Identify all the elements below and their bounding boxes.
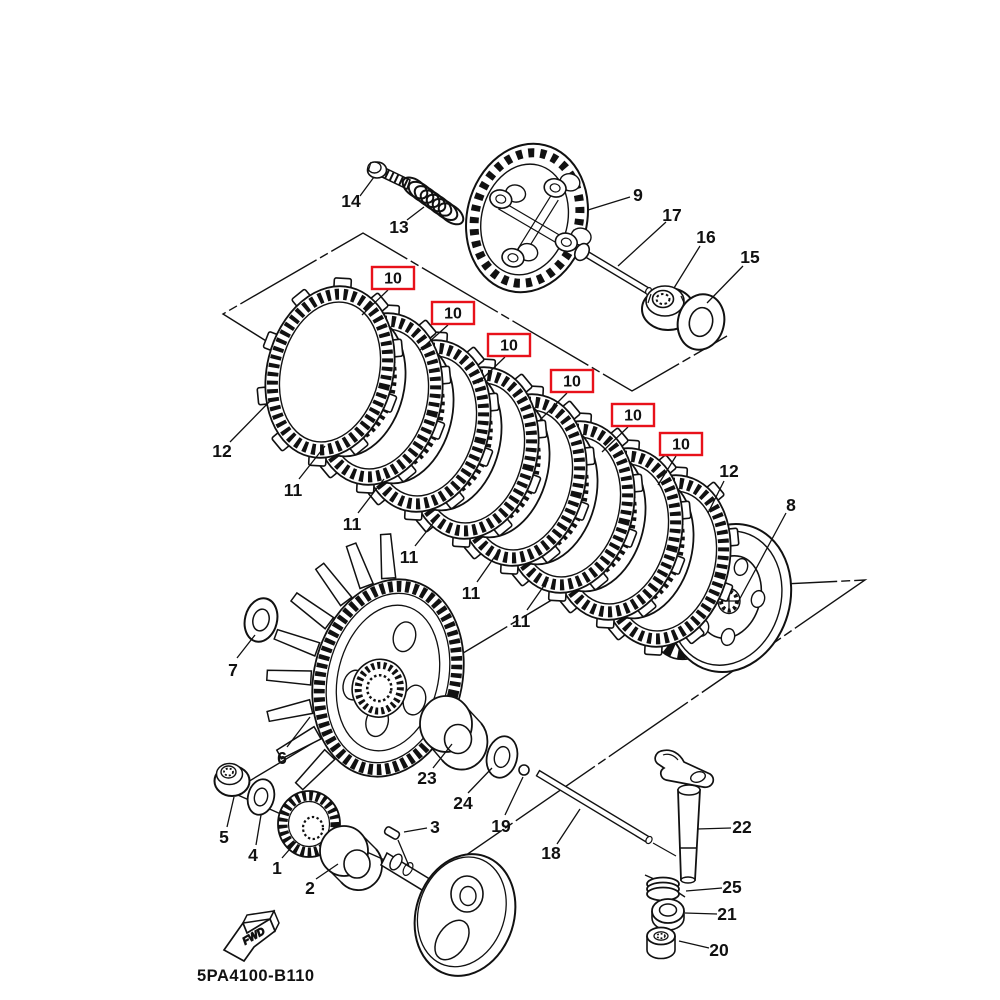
svg-text:10: 10 [672, 437, 690, 454]
boxed-callout-10-4: 10 [549, 368, 595, 394]
boxed-callout-10-2: 10 [430, 300, 476, 326]
clutch-plate-stack [256, 277, 740, 656]
pressure-plate-posts [489, 173, 592, 268]
push-rod-part-18 [535, 769, 677, 857]
callout-3: 3 [430, 817, 440, 837]
svg-text:10: 10 [500, 338, 518, 355]
svg-text:10: 10 [384, 271, 402, 288]
callout-11-5: 11 [512, 611, 531, 631]
callout-7: 7 [228, 660, 238, 680]
housing-finger [275, 725, 323, 760]
boxed-callout-10-3: 10 [486, 332, 532, 358]
clutch-spring-part-13 [401, 176, 465, 226]
callout-5: 5 [219, 827, 229, 847]
callout-2: 2 [305, 878, 315, 898]
housing-finger [294, 748, 336, 791]
callout-12-right: 12 [719, 461, 739, 481]
push-rod-part-17 [573, 242, 652, 295]
svg-text:10: 10 [563, 374, 581, 391]
bolt-part-14 [366, 161, 411, 191]
upper-plane-outline [221, 232, 728, 392]
boxed-callout-10-1: 10 [370, 265, 416, 291]
callouts: 14 13 9 17 16 15 12 12 11 11 11 11 11 8 … [212, 185, 796, 960]
torsion-spring-part-25 [644, 874, 686, 902]
callout-18: 18 [541, 843, 561, 863]
callout-20: 20 [709, 940, 729, 960]
boxed-callouts: 10 10 10 10 10 10 [370, 265, 704, 457]
callout-6: 6 [277, 748, 287, 768]
housing-finger [289, 591, 335, 630]
fwd-arrow: FWD [222, 909, 280, 963]
callout-14: 14 [341, 191, 361, 211]
housing-finger [273, 628, 321, 657]
callout-12-left: 12 [212, 441, 232, 461]
boxed-callout-10-5: 10 [610, 402, 656, 428]
pressure-plate-part-9 [465, 142, 592, 294]
svg-text:10: 10 [624, 408, 642, 425]
push-lever-part-22 [654, 749, 715, 884]
ball-part-19 [518, 764, 530, 776]
callout-24: 24 [453, 793, 473, 813]
collar-part-2 [319, 825, 383, 892]
clutch-housing-fingers [265, 533, 397, 791]
fwd-arrow-face [222, 917, 277, 963]
housing-finger [265, 669, 313, 686]
callout-4: 4 [248, 845, 258, 865]
callout-22: 22 [732, 817, 752, 837]
callout-13: 13 [389, 217, 409, 237]
crankshaft [379, 851, 517, 977]
bearing-part-21 [651, 898, 685, 931]
callout-11-1: 11 [284, 480, 303, 500]
plain-washer-part-24 [485, 735, 519, 779]
callout-15: 15 [740, 247, 760, 267]
callout-21: 21 [717, 904, 737, 924]
woodruff-key-part-3 [383, 826, 401, 840]
callout-16: 16 [696, 227, 716, 247]
thrust-washer-part-7 [243, 597, 279, 643]
housing-finger [314, 562, 353, 607]
washer-part-4 [246, 778, 276, 816]
callout-9: 9 [633, 185, 643, 205]
friction-plate [256, 277, 404, 467]
boxed-callout-10-6: 10 [658, 431, 704, 457]
oil-seal-part-20 [646, 926, 676, 960]
spacer-part-23 [419, 695, 489, 771]
callout-25: 25 [722, 877, 742, 897]
callout-11-4: 11 [462, 583, 481, 603]
clutch-housing-part-6 [265, 533, 465, 791]
svg-text:10: 10 [444, 306, 462, 323]
callout-11-3: 11 [400, 547, 419, 567]
push-lever-arm [654, 749, 715, 789]
callout-1: 1 [272, 858, 282, 878]
housing-finger [379, 533, 397, 580]
nut-part-5 [213, 762, 251, 797]
callout-17: 17 [662, 205, 681, 225]
lock-washer-part-15 [676, 293, 726, 351]
drawing-number: 5PA4100-B110 [197, 967, 315, 985]
leader-lines [226, 176, 787, 949]
callout-11-2: 11 [343, 514, 362, 534]
housing-finger [266, 698, 314, 723]
callout-19: 19 [491, 816, 511, 836]
callout-23: 23 [417, 768, 437, 788]
housing-finger [345, 542, 375, 590]
callout-8: 8 [786, 495, 796, 515]
